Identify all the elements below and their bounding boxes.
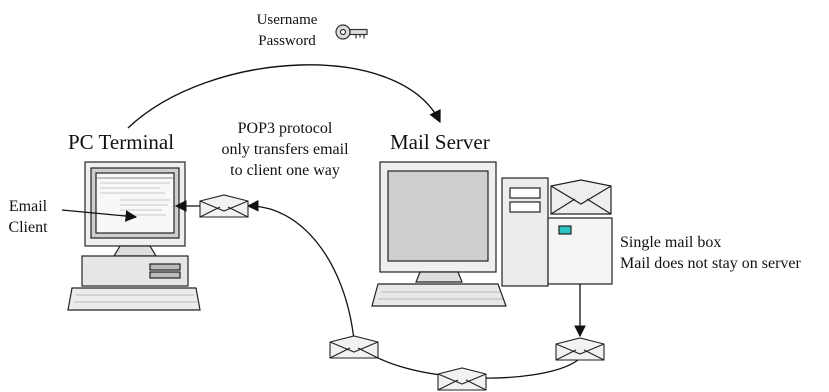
envelope-icon xyxy=(555,337,605,361)
mailbox-note-line: Single mail box xyxy=(620,234,722,251)
pc-terminal-icon xyxy=(67,161,201,311)
mailbox-note-line: Mail does not stay on server xyxy=(620,255,801,272)
email-client-pointer xyxy=(61,209,138,222)
pc-terminal-label: PC Terminal xyxy=(68,130,175,154)
credentials-arrow xyxy=(127,64,441,129)
password-text: Password xyxy=(258,33,316,49)
email-client-line: Client xyxy=(8,219,48,236)
key-icon xyxy=(335,24,368,40)
mail-server-label: Mail Server xyxy=(390,130,490,154)
username-text: Username xyxy=(256,12,318,28)
pop3-note-line: to client one way xyxy=(230,162,340,179)
envelope-icon xyxy=(329,335,379,359)
email-client-label: Email Client xyxy=(3,196,53,238)
mailbox-icon xyxy=(547,179,613,285)
pop3-note-line: only transfers email xyxy=(221,141,349,158)
pop3-note-line: POP3 protocol xyxy=(237,120,333,137)
envelope-icon xyxy=(437,367,487,391)
pop3-note: POP3 protocol only transfers email to cl… xyxy=(205,118,365,181)
email-client-line: Email xyxy=(8,198,48,215)
mailbox-note: Single mail box Mail does not stay on se… xyxy=(620,232,801,274)
credentials-label: Username Password xyxy=(232,10,342,52)
envelope-icon xyxy=(199,194,249,218)
mail-server-icon xyxy=(371,161,549,307)
